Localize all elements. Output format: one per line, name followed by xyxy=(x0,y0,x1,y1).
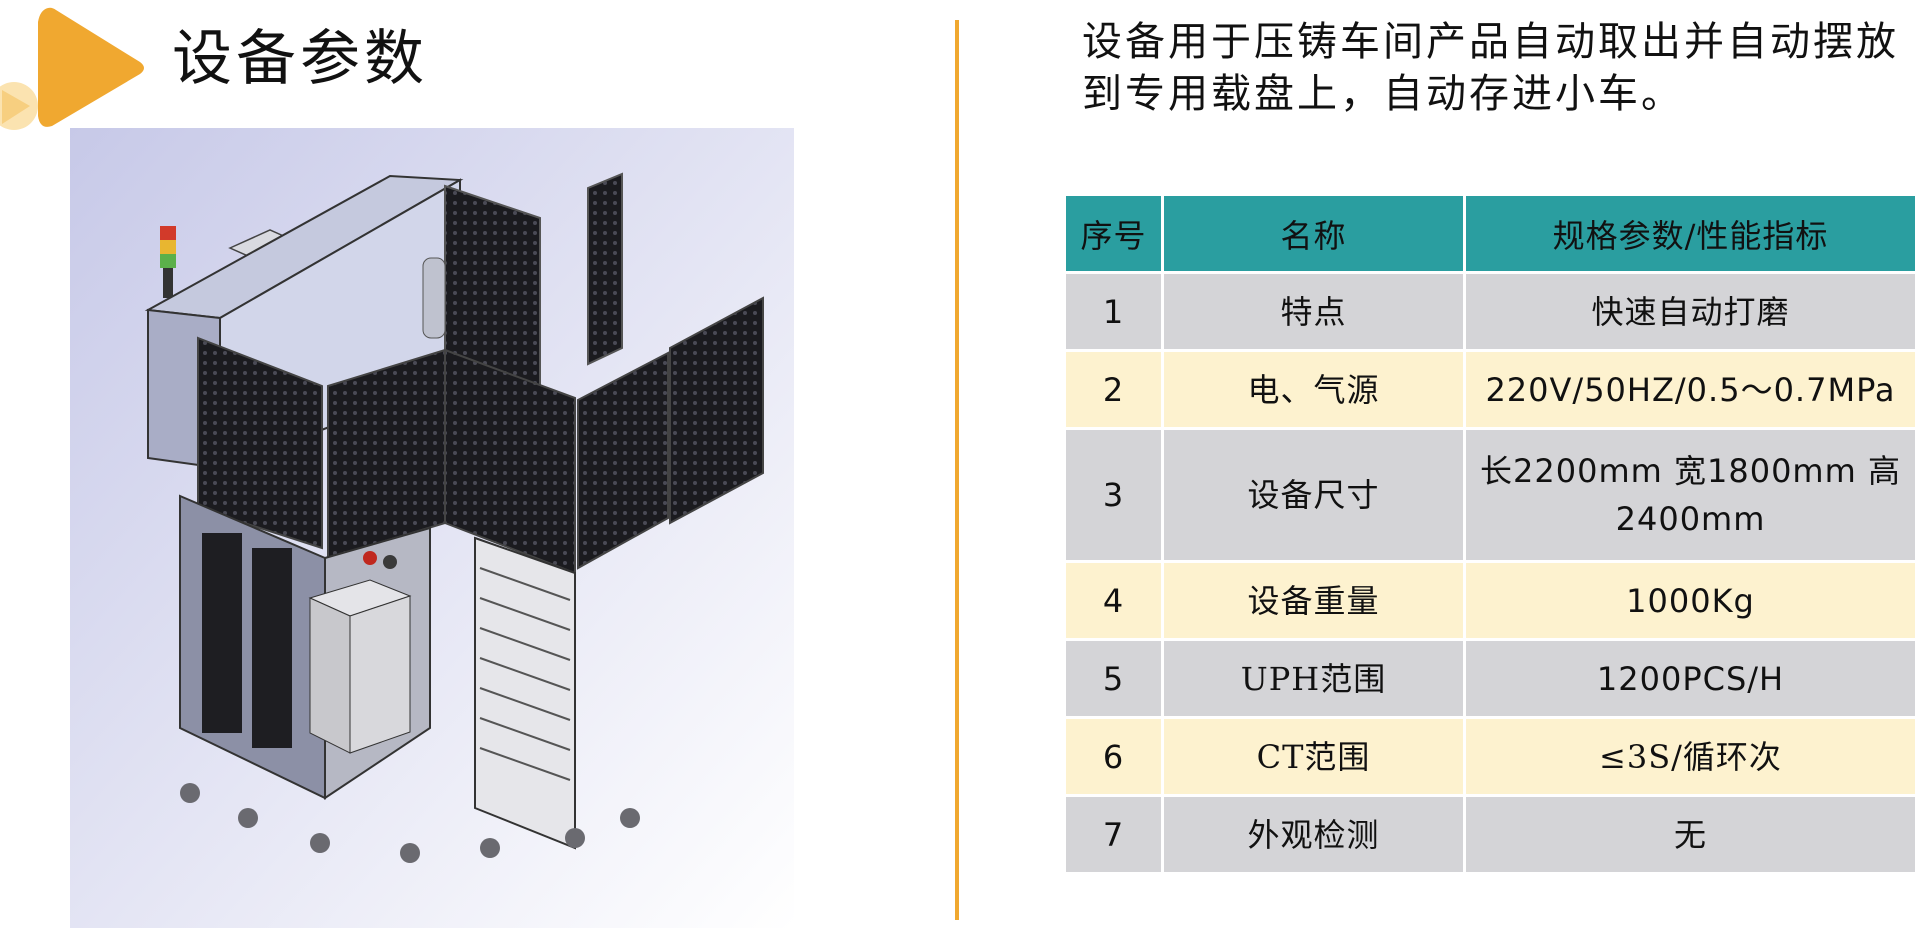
row-name: CT范围 xyxy=(1161,716,1466,797)
table-row: 6 CT范围 ≤3S/循环次 xyxy=(1063,716,1918,797)
row-name: 特点 xyxy=(1161,271,1466,352)
row-spec: 长2200mm 宽1800mm 高2400mm xyxy=(1463,427,1918,563)
row-name: 电、气源 xyxy=(1161,349,1466,430)
row-spec: 快速自动打磨 xyxy=(1463,271,1918,352)
machine-illustration xyxy=(70,128,794,928)
row-name: 设备重量 xyxy=(1161,560,1466,641)
description-text: 设备用于压铸车间产品自动取出并自动摆放到专用载盘上，自动存进小车。 xyxy=(1082,19,1899,117)
table-row: 5 UPH范围 1200PCS/H xyxy=(1063,638,1918,719)
row-spec: ≤3S/循环次 xyxy=(1463,716,1918,797)
header-no: 序号 xyxy=(1063,193,1164,274)
header-name: 名称 xyxy=(1161,193,1466,274)
row-spec: 220V/50HZ/0.5～0.7MPa xyxy=(1463,349,1918,430)
table-row: 1 特点 快速自动打磨 xyxy=(1063,271,1918,352)
row-name: UPH范围 xyxy=(1161,638,1466,719)
spec-table: 序号 名称 规格参数/性能指标 1 特点 快速自动打磨 2 电、气源 220V/… xyxy=(1063,193,1918,875)
table-row: 4 设备重量 1000Kg xyxy=(1063,560,1918,641)
row-no: 7 xyxy=(1063,794,1164,875)
row-no: 6 xyxy=(1063,716,1164,797)
row-spec: 1200PCS/H xyxy=(1463,638,1918,719)
title-arrow-icon xyxy=(0,7,144,130)
table-row: 3 设备尺寸 长2200mm 宽1800mm 高2400mm xyxy=(1063,427,1918,563)
row-no: 5 xyxy=(1063,638,1164,719)
table-header-row: 序号 名称 规格参数/性能指标 xyxy=(1063,193,1918,274)
row-name: 外观检测 xyxy=(1161,794,1466,875)
row-no: 4 xyxy=(1063,560,1164,641)
row-name: 设备尺寸 xyxy=(1161,427,1466,563)
row-spec: 无 xyxy=(1463,794,1918,875)
table-row: 2 电、气源 220V/50HZ/0.5～0.7MPa xyxy=(1063,349,1918,430)
row-no: 2 xyxy=(1063,349,1164,430)
page-title: 设备参数 xyxy=(172,24,428,94)
row-spec: 1000Kg xyxy=(1463,560,1918,641)
vertical-divider xyxy=(955,20,959,920)
row-no: 1 xyxy=(1063,271,1164,352)
row-no: 3 xyxy=(1063,427,1164,563)
header-spec: 规格参数/性能指标 xyxy=(1463,193,1918,274)
table-row: 7 外观检测 无 xyxy=(1063,794,1918,875)
